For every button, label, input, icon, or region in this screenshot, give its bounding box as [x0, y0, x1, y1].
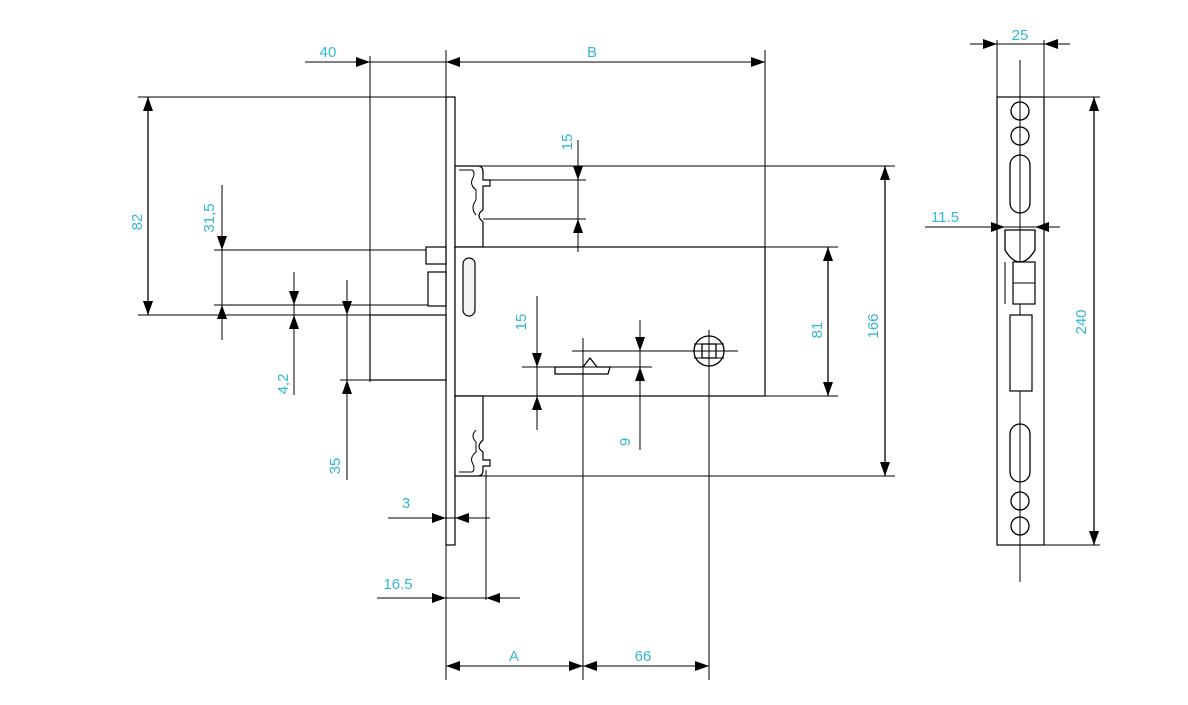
backset-block [369, 314, 447, 381]
label-3: 3 [402, 495, 410, 512]
screw-hole [1010, 491, 1030, 511]
bolt-slot-lower [1009, 423, 1031, 483]
label-25: 25 [1012, 27, 1029, 44]
latch-tongue-upper [425, 246, 447, 265]
label-82: 82 [129, 214, 146, 231]
label-66: 66 [635, 648, 652, 665]
label-16-5: 16.5 [383, 576, 412, 593]
lock-case [454, 246, 766, 397]
label-9: 9 [617, 438, 634, 446]
label-31-5: 31,5 [201, 203, 218, 232]
bolt-slot-upper [1009, 154, 1031, 214]
latch-tongue-lower [427, 271, 447, 307]
label-240: 240 [1073, 309, 1090, 334]
faceplate [445, 96, 456, 546]
label-A: A [509, 648, 519, 665]
label-B: B [587, 44, 597, 61]
lower-flange-inner [459, 429, 477, 473]
upper-flange [454, 165, 491, 248]
label-4-2: 4,2 [275, 374, 292, 395]
label-40: 40 [320, 44, 337, 61]
screw-hole [1010, 126, 1030, 146]
label-35: 35 [327, 458, 344, 475]
upper-flange-inner [459, 169, 477, 216]
faceplate-front-view [925, 39, 1100, 582]
dimension-labels: 40 B 82 31,5 15 15 4,2 35 3 16.5 A 66 9 … [129, 27, 1090, 665]
deadbolt-window [1009, 314, 1033, 392]
label-11-5: 11.5 [931, 209, 959, 226]
screw-hole [1010, 101, 1030, 121]
label-81: 81 [809, 322, 826, 339]
label-15-top: 15 [559, 134, 576, 151]
screw-hole [1010, 516, 1030, 536]
lock-body-view [138, 50, 895, 680]
label-15-mid: 15 [513, 314, 530, 331]
label-166: 166 [865, 313, 882, 338]
case-slot [462, 257, 476, 317]
